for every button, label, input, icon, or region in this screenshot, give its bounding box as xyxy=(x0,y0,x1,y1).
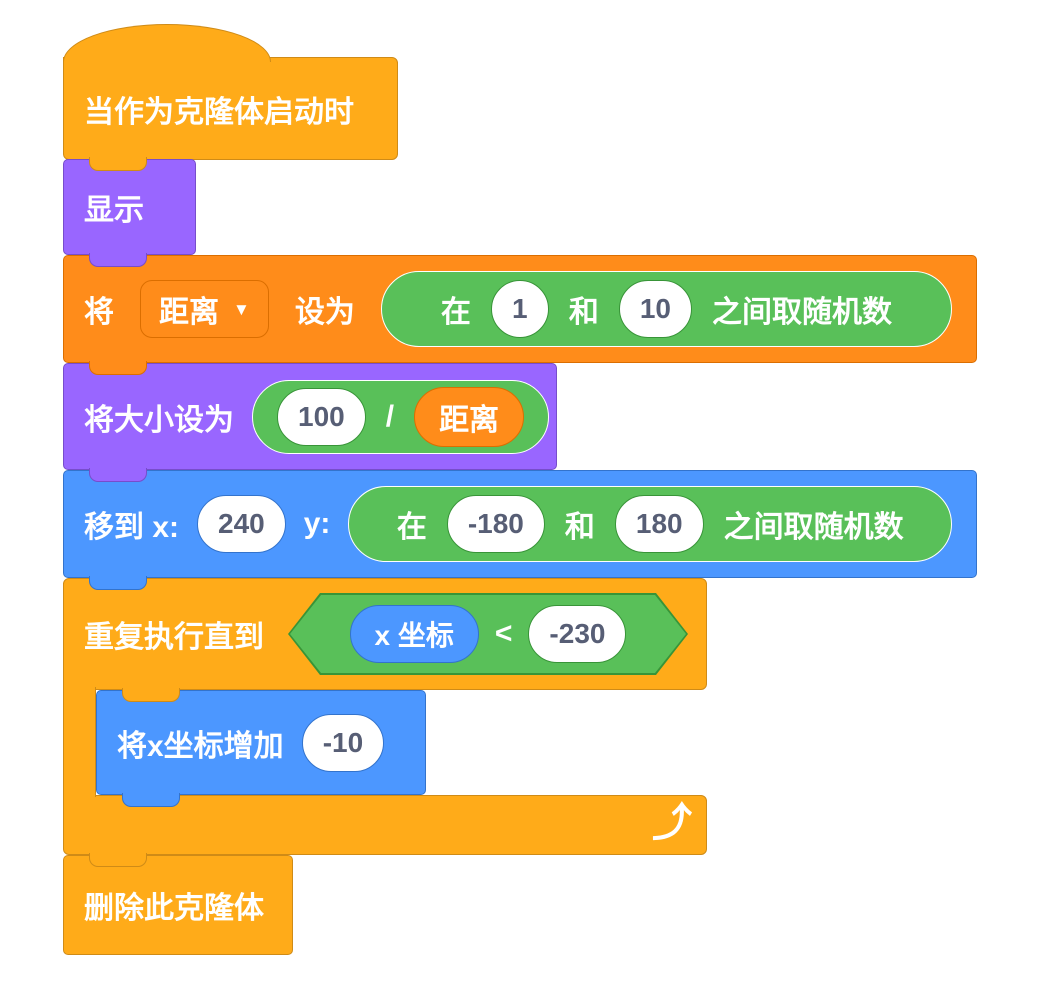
random1-word-and: 和 xyxy=(568,296,599,329)
pick-random-block-1[interactable]: 在 1 和 10 之间取随机数 xyxy=(380,271,952,347)
random1-max-input[interactable]: 10 xyxy=(618,280,692,338)
set-variable-word-to: 设为 xyxy=(294,296,355,329)
notch-bump xyxy=(122,793,180,807)
goto-label-x: 移到 x: xyxy=(84,511,180,544)
hat-label: 当作为克隆体启动时 xyxy=(84,95,354,129)
notch-bump xyxy=(89,253,147,267)
notch-bump xyxy=(89,157,147,171)
condition-value: -230 xyxy=(549,618,606,649)
repeat-until-label: 重复执行直到 xyxy=(84,621,264,654)
hat-dome xyxy=(63,24,271,62)
random1-word-between: 在 xyxy=(440,296,471,329)
random1-min-input[interactable]: 1 xyxy=(490,280,549,338)
block-when-start-as-clone[interactable]: 当作为克隆体启动时 xyxy=(63,57,398,160)
notch-bump xyxy=(89,576,147,590)
block-set-variable[interactable]: 将 距离 ▼ 设为 在 1 和 10 之间取随机数 xyxy=(63,255,977,363)
random1-min-value: 1 xyxy=(512,293,528,324)
notch-bump xyxy=(89,361,147,375)
random2-word-and: 和 xyxy=(564,511,595,544)
block-change-x[interactable]: 将x坐标增加 -10 xyxy=(96,690,426,795)
block-repeat-until[interactable]: 重复执行直到 x 坐标 < -230 xyxy=(63,578,707,690)
delete-clone-label: 删除此克隆体 xyxy=(84,892,264,925)
repeat-until-left-wall[interactable] xyxy=(63,687,96,797)
set-variable-word-set: 将 xyxy=(84,296,114,329)
notch-bump xyxy=(89,468,147,482)
variable-reporter-label: 距离 xyxy=(439,403,500,437)
condition-less-than-block[interactable]: x 坐标 < -230 xyxy=(288,593,688,675)
random1-word-suffix: 之间取随机数 xyxy=(711,296,892,329)
variable-dropdown-value: 距离 xyxy=(159,296,219,329)
x-position-reporter[interactable]: x 坐标 xyxy=(349,605,479,663)
block-delete-clone[interactable]: 删除此克隆体 xyxy=(63,855,293,955)
block-show[interactable]: 显示 xyxy=(63,159,196,255)
pick-random-block-2[interactable]: 在 -180 和 180 之间取随机数 xyxy=(348,486,952,562)
random1-max-value: 10 xyxy=(639,293,671,324)
chevron-down-icon: ▼ xyxy=(233,299,250,319)
block-go-to-xy[interactable]: 移到 x: 240 y: 在 -180 和 180 之间取随机数 xyxy=(63,470,977,578)
notch-bump xyxy=(122,688,180,702)
goto-x-value: 240 xyxy=(218,508,265,539)
divide-numerator-input[interactable]: 100 xyxy=(277,387,366,446)
random2-max-input[interactable]: 180 xyxy=(614,495,704,553)
block-set-size[interactable]: 将大小设为 100 / 距离 xyxy=(63,363,557,470)
random2-min-input[interactable]: -180 xyxy=(446,495,545,553)
condition-value-input[interactable]: -230 xyxy=(528,605,627,663)
variable-reporter-distance[interactable]: 距离 xyxy=(414,386,525,447)
random2-word-between: 在 xyxy=(396,511,427,544)
divide-operator: / xyxy=(385,399,395,433)
change-x-input[interactable]: -10 xyxy=(301,713,385,772)
x-position-label: x 坐标 xyxy=(374,620,454,651)
notch-bump xyxy=(89,853,147,867)
random2-min-value: -180 xyxy=(467,508,524,539)
loop-arrow-icon: ⤴ xyxy=(652,801,692,845)
show-label: 显示 xyxy=(84,194,144,227)
set-size-label: 将大小设为 xyxy=(84,403,234,437)
change-x-value: -10 xyxy=(322,726,364,758)
goto-label-y: y: xyxy=(303,507,331,540)
divide-block[interactable]: 100 / 距离 xyxy=(252,379,550,454)
less-than-operator: < xyxy=(494,617,513,650)
goto-x-input[interactable]: 240 xyxy=(197,495,286,553)
change-x-label: 将x坐标增加 xyxy=(117,729,284,763)
divide-numerator-value: 100 xyxy=(298,400,345,432)
random2-max-value: 180 xyxy=(635,508,683,539)
variable-dropdown[interactable]: 距离 ▼ xyxy=(140,280,269,338)
random2-word-suffix: 之间取随机数 xyxy=(723,511,904,544)
